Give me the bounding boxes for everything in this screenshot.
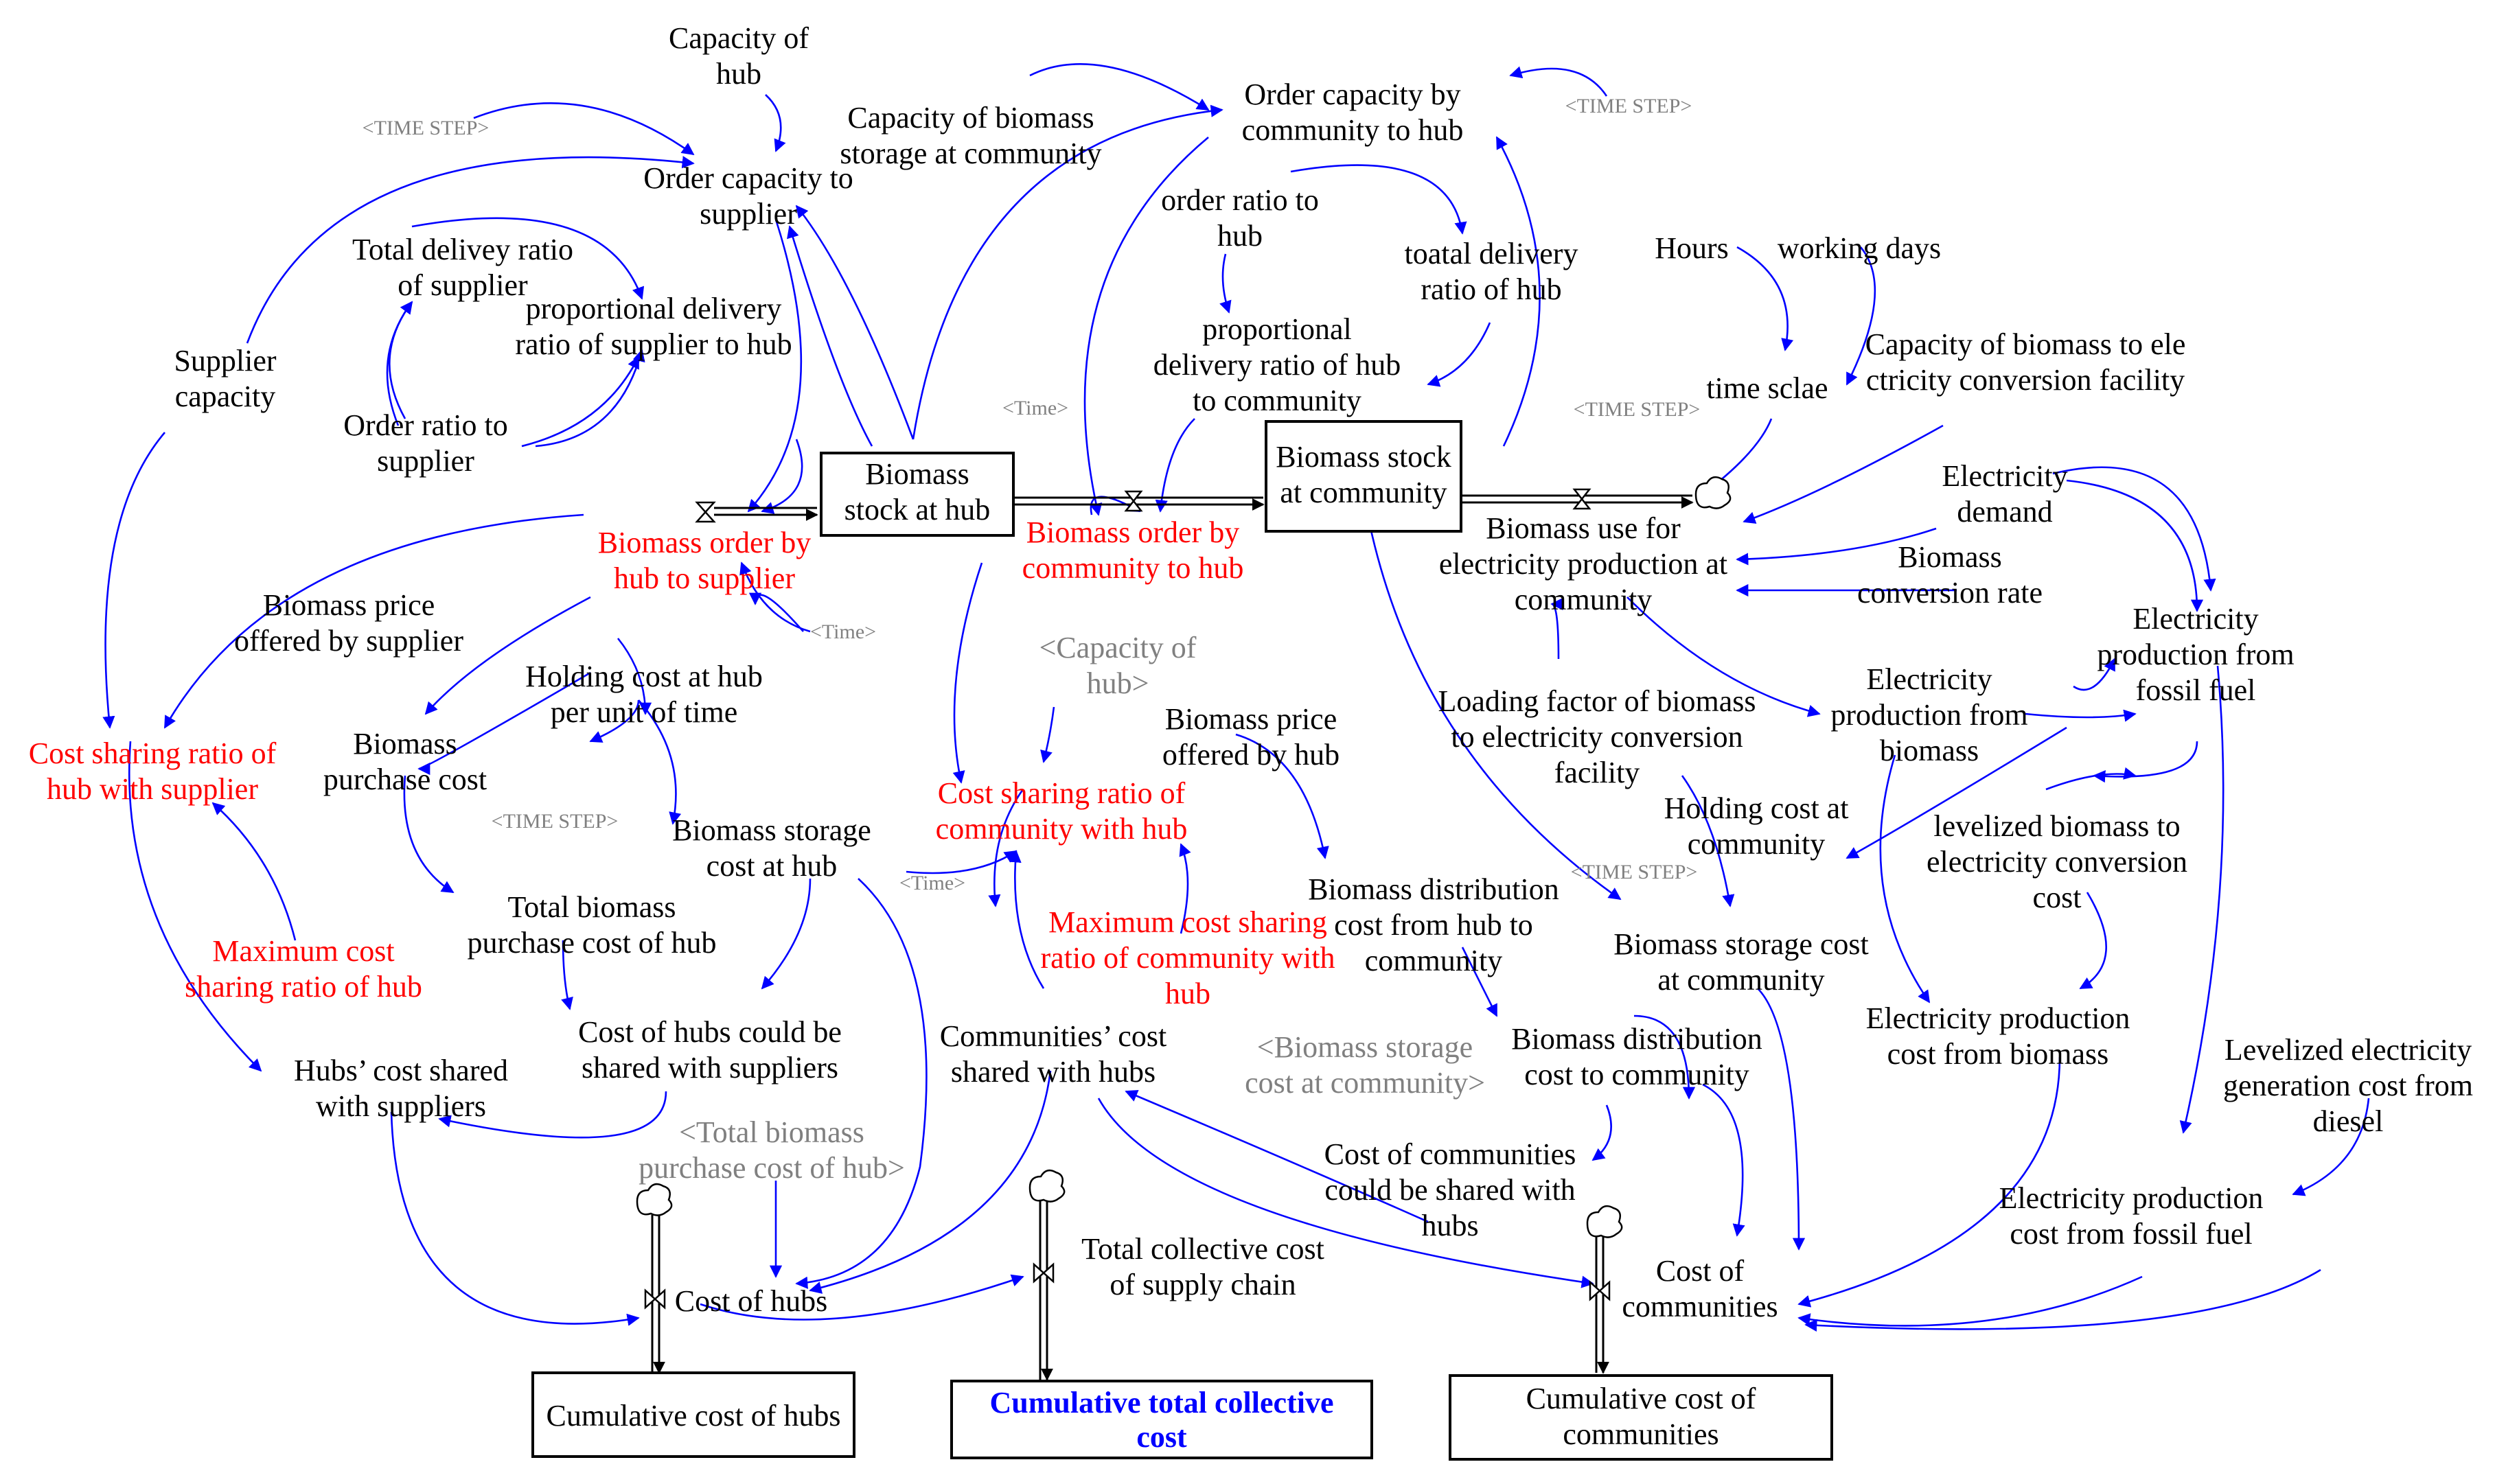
shadow-time-step[interactable]: <TIME STEP> xyxy=(1571,861,1698,883)
flow-pipes xyxy=(651,494,1694,1381)
cloud-icon xyxy=(1694,476,1732,509)
valve-icon xyxy=(695,501,716,523)
shadow-time[interactable]: <Time> xyxy=(899,872,965,894)
valve-icon xyxy=(644,1288,666,1310)
shadow-time[interactable]: <Time> xyxy=(1002,397,1068,419)
flow-cost-of-hubs[interactable]: Cost of hubs xyxy=(675,1284,827,1318)
valve-icon xyxy=(1124,490,1143,512)
var-time-scale[interactable]: time sclae xyxy=(1706,371,1828,405)
var-working-days[interactable]: working days xyxy=(1778,231,1941,265)
valve-icon xyxy=(1589,1280,1611,1301)
shadow-time-step[interactable]: <TIME STEP> xyxy=(1574,398,1701,421)
stock-cumulative-cost-hubs[interactable]: Cumulative cost of hubs xyxy=(531,1371,855,1458)
valve-icon xyxy=(1033,1262,1055,1284)
cloud-icon xyxy=(636,1183,673,1216)
cloud-icon xyxy=(1586,1205,1623,1238)
valve-icons xyxy=(644,488,1611,1310)
valve-icon xyxy=(1572,488,1591,510)
shadow-time-step[interactable]: <TIME STEP> xyxy=(1565,95,1692,117)
var-hours[interactable]: Hours xyxy=(1655,231,1729,265)
shadow-time-step[interactable]: <TIME STEP> xyxy=(363,117,490,139)
shadow-time[interactable]: <Time> xyxy=(810,621,876,643)
svg-text:Cumulative cost of hubs: Cumulative cost of hubs xyxy=(547,1399,841,1433)
cloud-icon xyxy=(1028,1169,1066,1203)
shadow-time-step[interactable]: <TIME STEP> xyxy=(492,810,619,833)
cloud-icons xyxy=(636,476,1732,1238)
